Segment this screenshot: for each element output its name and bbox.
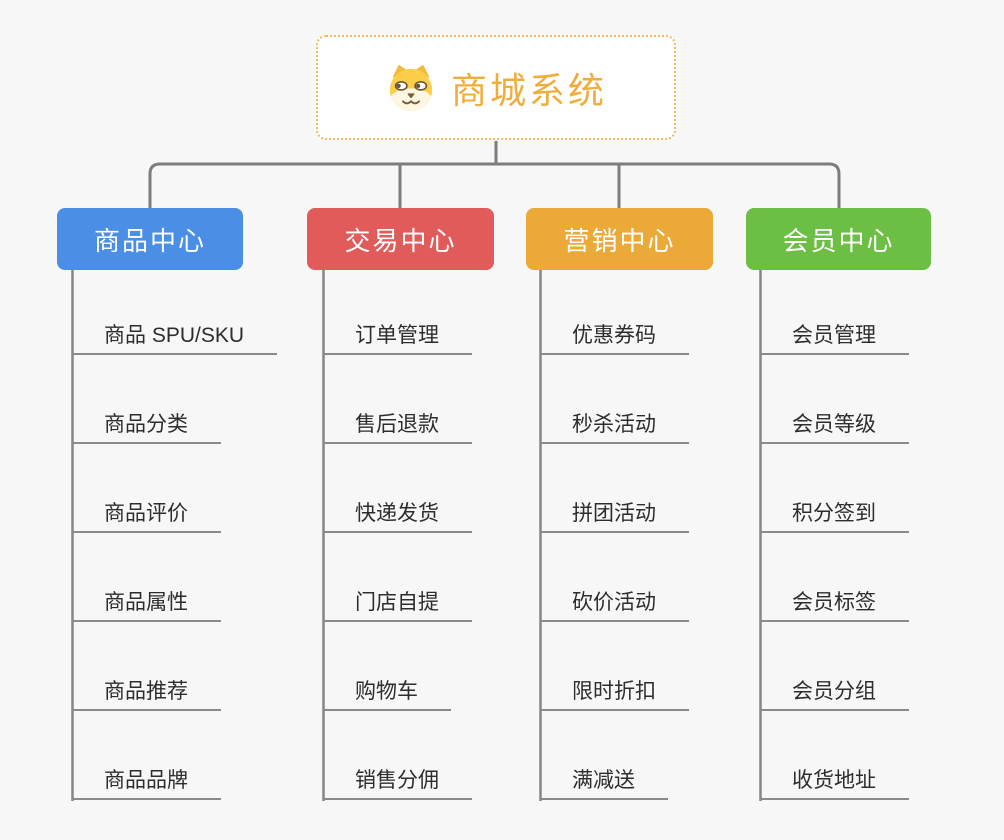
- leaf-item[interactable]: 商品推荐: [72, 675, 221, 711]
- branch-label: 营销中心: [563, 225, 676, 256]
- branch-label: 交易中心: [344, 225, 457, 256]
- leaf-item[interactable]: 砍价活动: [540, 586, 689, 622]
- leaf-item[interactable]: 订单管理: [323, 319, 472, 355]
- leaf-item[interactable]: 积分签到: [760, 497, 909, 533]
- leaf-item[interactable]: 购物车: [323, 675, 451, 711]
- branch-label: 会员中心: [782, 225, 895, 256]
- leaf-item[interactable]: 商品评价: [72, 497, 221, 533]
- leaf-column-product: 商品 SPU/SKU 商品分类 商品评价 商品属性 商品推荐 商品品牌: [72, 270, 332, 802]
- root-node[interactable]: 商城系统: [316, 35, 676, 140]
- dog-ear-right: [413, 64, 430, 78]
- leaf-item[interactable]: 限时折扣: [540, 675, 689, 711]
- dog-face-icon: [385, 63, 437, 112]
- leaf-column-trade: 订单管理 售后退款 快递发货 门店自提 购物车 销售分佣: [323, 270, 583, 802]
- leaf-item[interactable]: 收货地址: [760, 764, 909, 800]
- leaf-item[interactable]: 会员等级: [760, 408, 909, 444]
- leaf-item[interactable]: 门店自提: [323, 586, 472, 622]
- leaf-item[interactable]: 会员分组: [760, 675, 909, 711]
- leaf-item[interactable]: 优惠券码: [540, 319, 689, 355]
- leaf-item[interactable]: 满减送: [540, 764, 668, 800]
- branch-node-marketing-center[interactable]: 营销中心: [526, 208, 713, 270]
- leaf-item[interactable]: 会员管理: [760, 319, 909, 355]
- branch-node-member-center[interactable]: 会员中心: [746, 208, 931, 270]
- leaf-item[interactable]: 商品属性: [72, 586, 221, 622]
- root-title: 商城系统: [450, 69, 607, 111]
- leaf-item[interactable]: 销售分佣: [323, 764, 472, 800]
- leaf-item[interactable]: 商品品牌: [72, 764, 221, 800]
- dog-ear-left: [392, 64, 409, 78]
- branch-node-product-center[interactable]: 商品中心: [57, 208, 243, 270]
- leaf-column-member: 会员管理 会员等级 积分签到 会员标签 会员分组 收货地址: [760, 270, 1004, 802]
- branch-node-trade-center[interactable]: 交易中心: [307, 208, 494, 270]
- leaf-item[interactable]: 拼团活动: [540, 497, 689, 533]
- leaf-item[interactable]: 商品 SPU/SKU: [72, 319, 278, 355]
- leaf-item[interactable]: 售后退款: [323, 408, 472, 444]
- branch-connector-path: [148, 141, 841, 209]
- leaf-item[interactable]: 秒杀活动: [540, 408, 689, 444]
- leaf-item[interactable]: 商品分类: [72, 408, 221, 444]
- leaf-column-marketing: 优惠券码 秒杀活动 拼团活动 砍价活动 限时折扣 满减送: [540, 270, 800, 802]
- leaf-item[interactable]: 快递发货: [323, 497, 472, 533]
- branch-label: 商品中心: [93, 225, 206, 256]
- leaf-item[interactable]: 会员标签: [760, 586, 909, 622]
